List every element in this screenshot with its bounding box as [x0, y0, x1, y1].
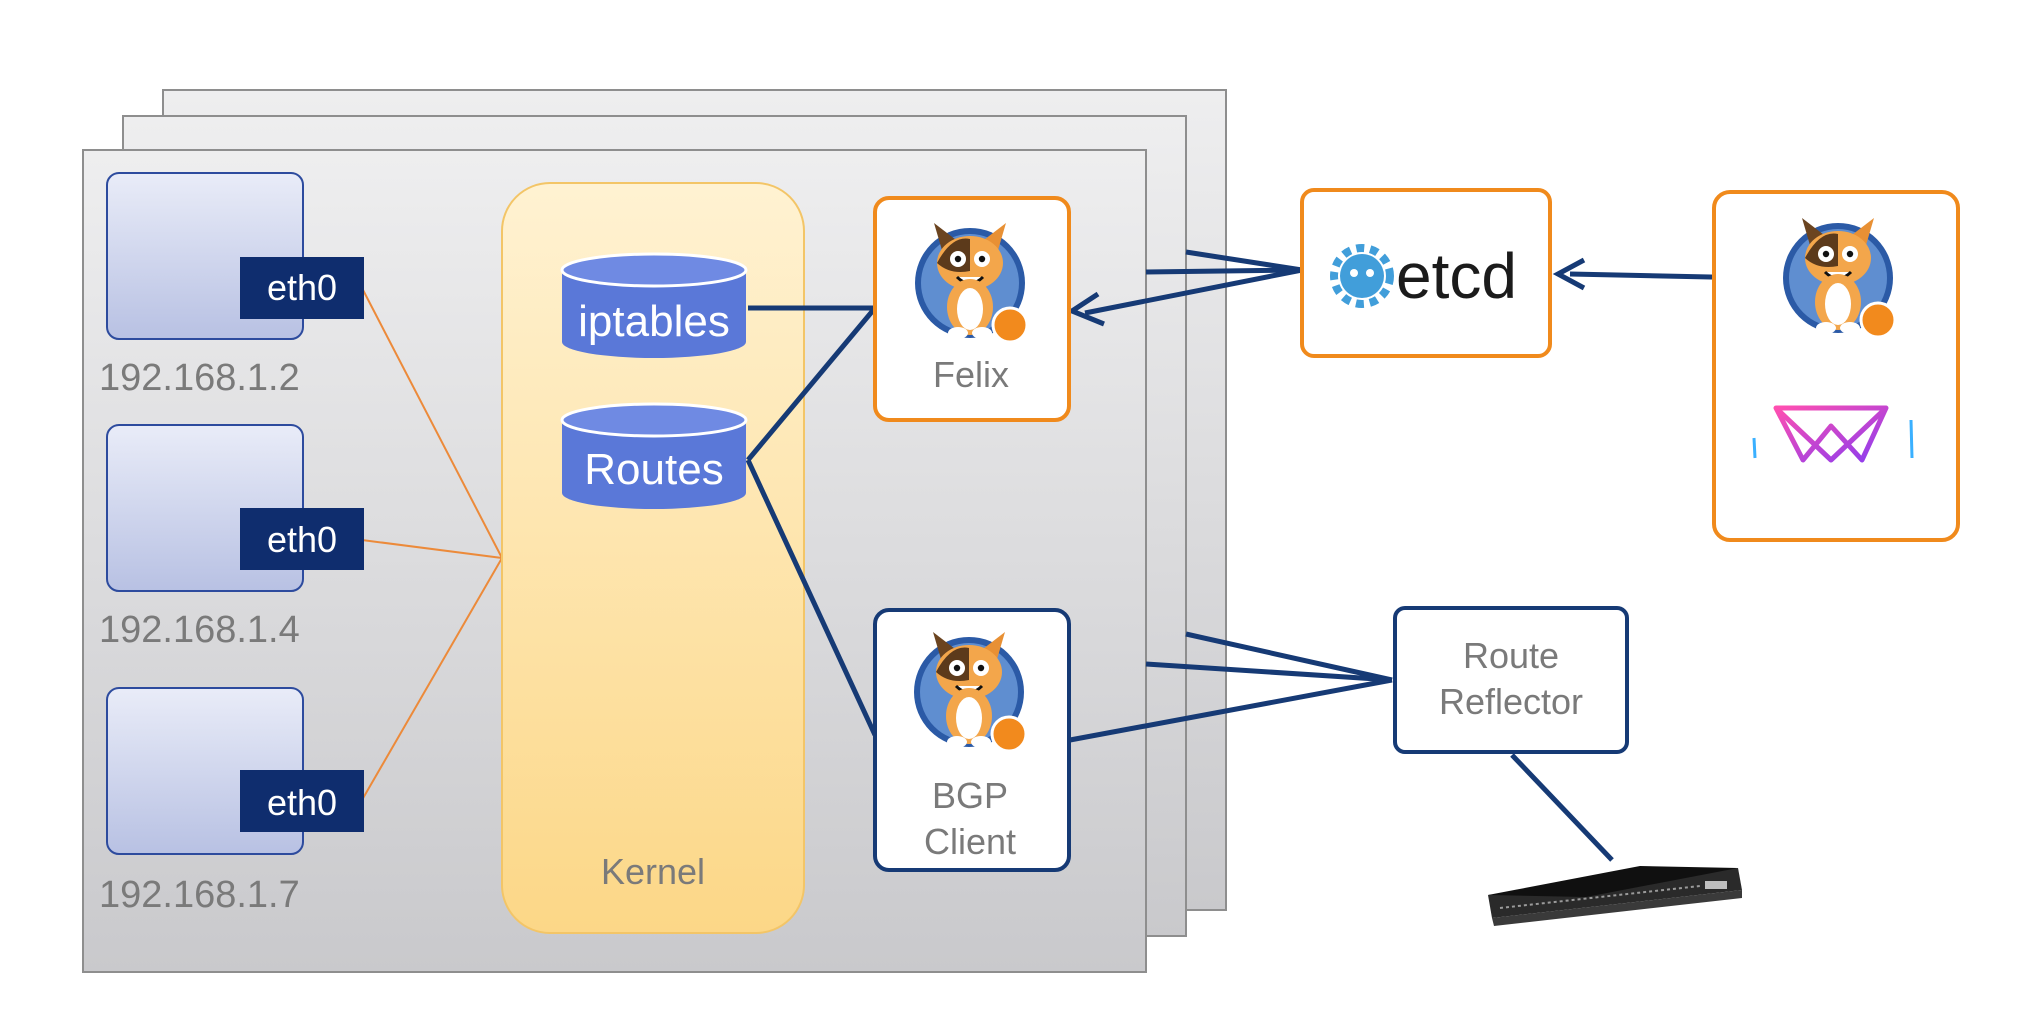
eth0-label: eth0 [267, 519, 337, 560]
host-ip: 192.168.1.2 [99, 357, 300, 399]
route-reflector-line1: Route [1463, 635, 1559, 676]
workload-host-2: eth0 192.168.1.4 [99, 424, 364, 651]
eth0-badge [240, 508, 364, 570]
host-ip: 192.168.1.7 [99, 874, 300, 916]
arrowhead-etcd [1552, 257, 1586, 291]
bgp-label-line2: Client [924, 821, 1016, 862]
eth-kernel-links [361, 287, 503, 801]
route-reflector-line2: Reflector [1439, 681, 1583, 722]
kernel-label: Kernel [601, 851, 705, 892]
felix-label: Felix [933, 354, 1009, 395]
route-reflector: Route Reflector [1393, 606, 1629, 754]
workload-host-3: eth0 192.168.1.7 [99, 687, 364, 916]
eth0-badge [240, 257, 364, 319]
orchestrator-logo-icon [1752, 405, 1914, 463]
arrowhead-felix [1066, 291, 1105, 327]
routes-store: Routes [560, 402, 748, 509]
iptables-label: iptables [578, 297, 730, 346]
orchestrator-node [1712, 190, 1960, 542]
etcd-logo-icon [1330, 244, 1394, 308]
felix-agent: Felix [873, 196, 1071, 422]
etcd-node: etcd [1300, 188, 1552, 358]
navy-links [745, 249, 1759, 862]
eth0-label: eth0 [267, 782, 337, 823]
network-switch-icon [1488, 866, 1742, 926]
workload-host-1: eth0 192.168.1.2 [99, 172, 364, 399]
host-ip: 192.168.1.4 [99, 609, 300, 651]
bgp-client-agent: BGP Client [873, 608, 1071, 872]
eth0-label: eth0 [267, 267, 337, 308]
routes-label: Routes [584, 445, 723, 494]
iptables-store: iptables [560, 252, 748, 358]
eth0-badge [240, 770, 364, 832]
kernel: Kernel [501, 182, 805, 934]
bgp-label-line1: BGP [932, 775, 1008, 816]
etcd-label: etcd [1396, 240, 1517, 312]
